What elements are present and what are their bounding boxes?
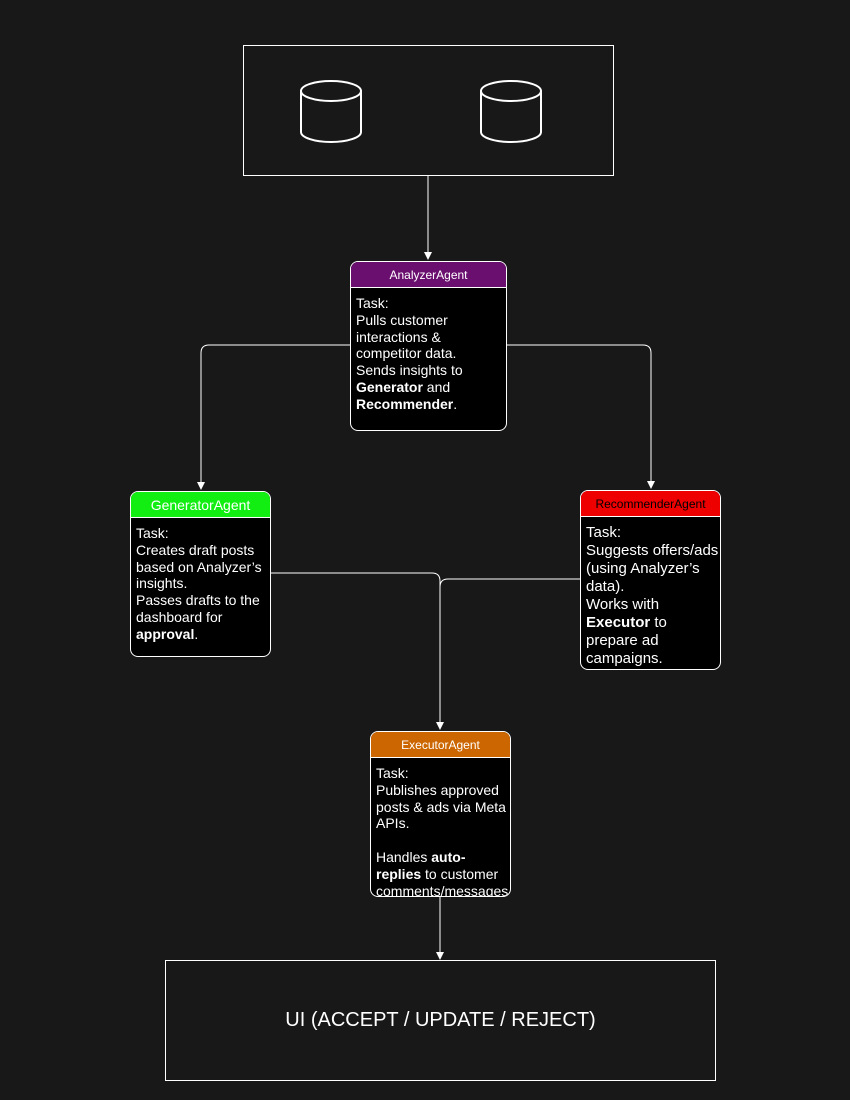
generator-to-executor-arrow <box>271 572 444 730</box>
ui-review-box: UI (ACCEPT / UPDATE / REJECT) <box>165 960 716 1081</box>
analyzer-agent-title: AnalyzerAgent <box>351 262 506 288</box>
recommender-to-executor-arrow <box>439 578 580 728</box>
executor-agent-description: Task: Publishes approved posts & ads via… <box>376 765 510 896</box>
analyzer-agent-description: Task: Pulls customer interactions & comp… <box>356 295 467 412</box>
analyzer-to-recommender-arrow <box>507 344 655 489</box>
recommender-agent-title: RecommenderAgent <box>581 491 720 517</box>
analyzer-agent-card: AnalyzerAgent Task: Pulls customer inter… <box>350 261 507 431</box>
analyzer-to-generator-arrow <box>197 344 350 490</box>
generator-agent-title: GeneratorAgent <box>131 492 270 518</box>
database-icon <box>300 80 362 143</box>
data-sources-box <box>243 45 614 176</box>
generator-agent-description: Task: Creates draft posts based on Analy… <box>136 525 266 642</box>
executor-agent-card: ExecutorAgent Task: Publishes approved p… <box>370 731 511 897</box>
recommender-agent-description: Task: Suggests offers/ads (using Analyze… <box>586 524 719 667</box>
database-icon <box>480 80 542 143</box>
generator-agent-card: GeneratorAgent Task: Creates draft posts… <box>130 491 271 657</box>
executor-agent-title: ExecutorAgent <box>371 732 510 758</box>
recommender-agent-card: RecommenderAgent Task: Suggests offers/a… <box>580 490 721 670</box>
ui-review-label: UI (ACCEPT / UPDATE / REJECT) <box>285 1009 596 1031</box>
